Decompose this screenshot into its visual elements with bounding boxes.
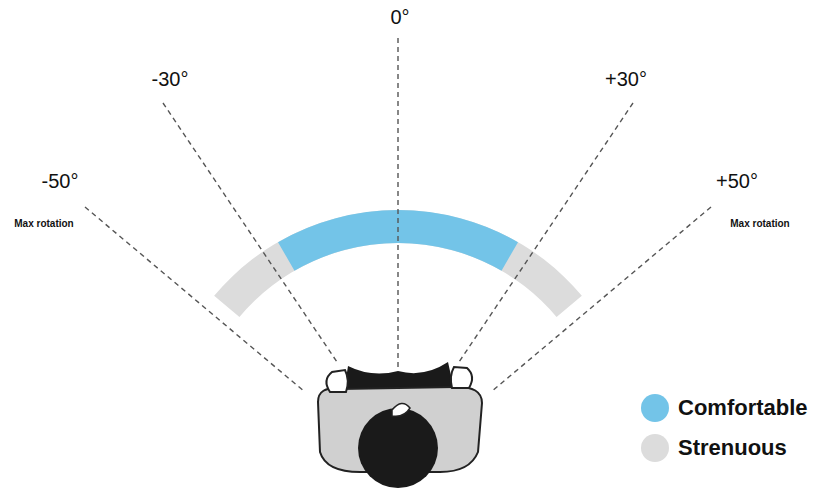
angle-label: -50° (42, 170, 79, 193)
legend-row: Strenuous (641, 434, 787, 462)
legend-row: Comfortable (641, 394, 808, 422)
angle-label: +30° (605, 68, 647, 91)
angle-line (163, 103, 337, 362)
angle-label: -30° (152, 68, 189, 91)
angle-label: 0° (390, 6, 409, 29)
angle-line (491, 207, 711, 392)
angle-line (397, 38, 398, 370)
angle-label: +50° (716, 170, 758, 193)
legend-swatch (641, 434, 669, 462)
person-hand (326, 370, 347, 392)
angle-line (459, 103, 633, 362)
legend-text: Strenuous (678, 435, 787, 461)
person-head (358, 408, 438, 488)
angle-line (85, 207, 305, 392)
legend-text: Comfortable (678, 395, 808, 421)
person-top-view (318, 362, 482, 488)
legend-swatch (641, 394, 669, 422)
person-nose (392, 403, 410, 416)
limit-note: Max rotation (14, 218, 73, 230)
limit-note: Max rotation (730, 218, 789, 230)
person-hand (451, 367, 472, 388)
angle-lines (85, 38, 711, 392)
